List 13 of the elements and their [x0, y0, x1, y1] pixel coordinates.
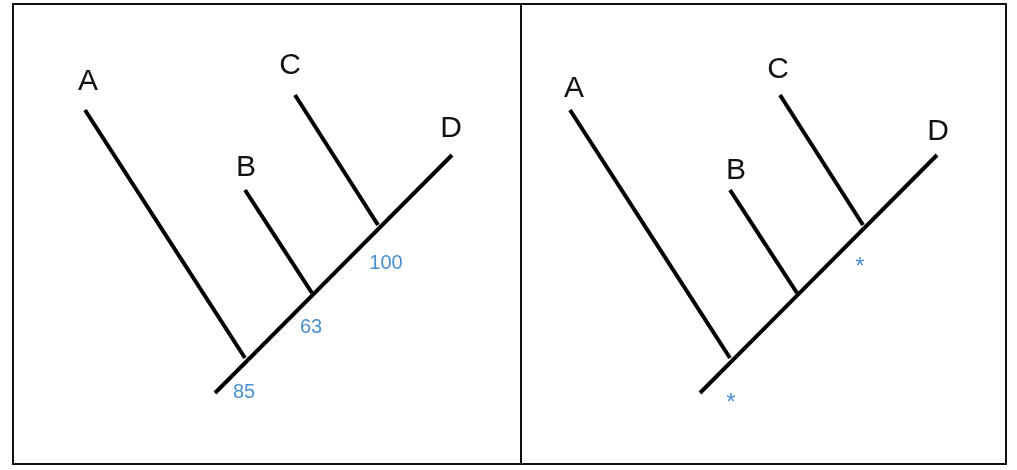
support-mark: * [855, 254, 865, 278]
support-mark: * [726, 390, 736, 414]
taxon-label: B [726, 154, 746, 184]
taxon-label: C [767, 53, 789, 83]
taxon-label: A [78, 65, 98, 95]
taxon-label: A [564, 72, 584, 102]
taxon-label: D [927, 115, 949, 145]
taxon-label: C [279, 49, 301, 79]
support-value: 85 [232, 381, 256, 401]
taxon-label: B [236, 151, 256, 181]
support-value: 100 [369, 252, 403, 272]
taxon-label: D [440, 112, 462, 142]
support-value: 63 [299, 316, 323, 336]
